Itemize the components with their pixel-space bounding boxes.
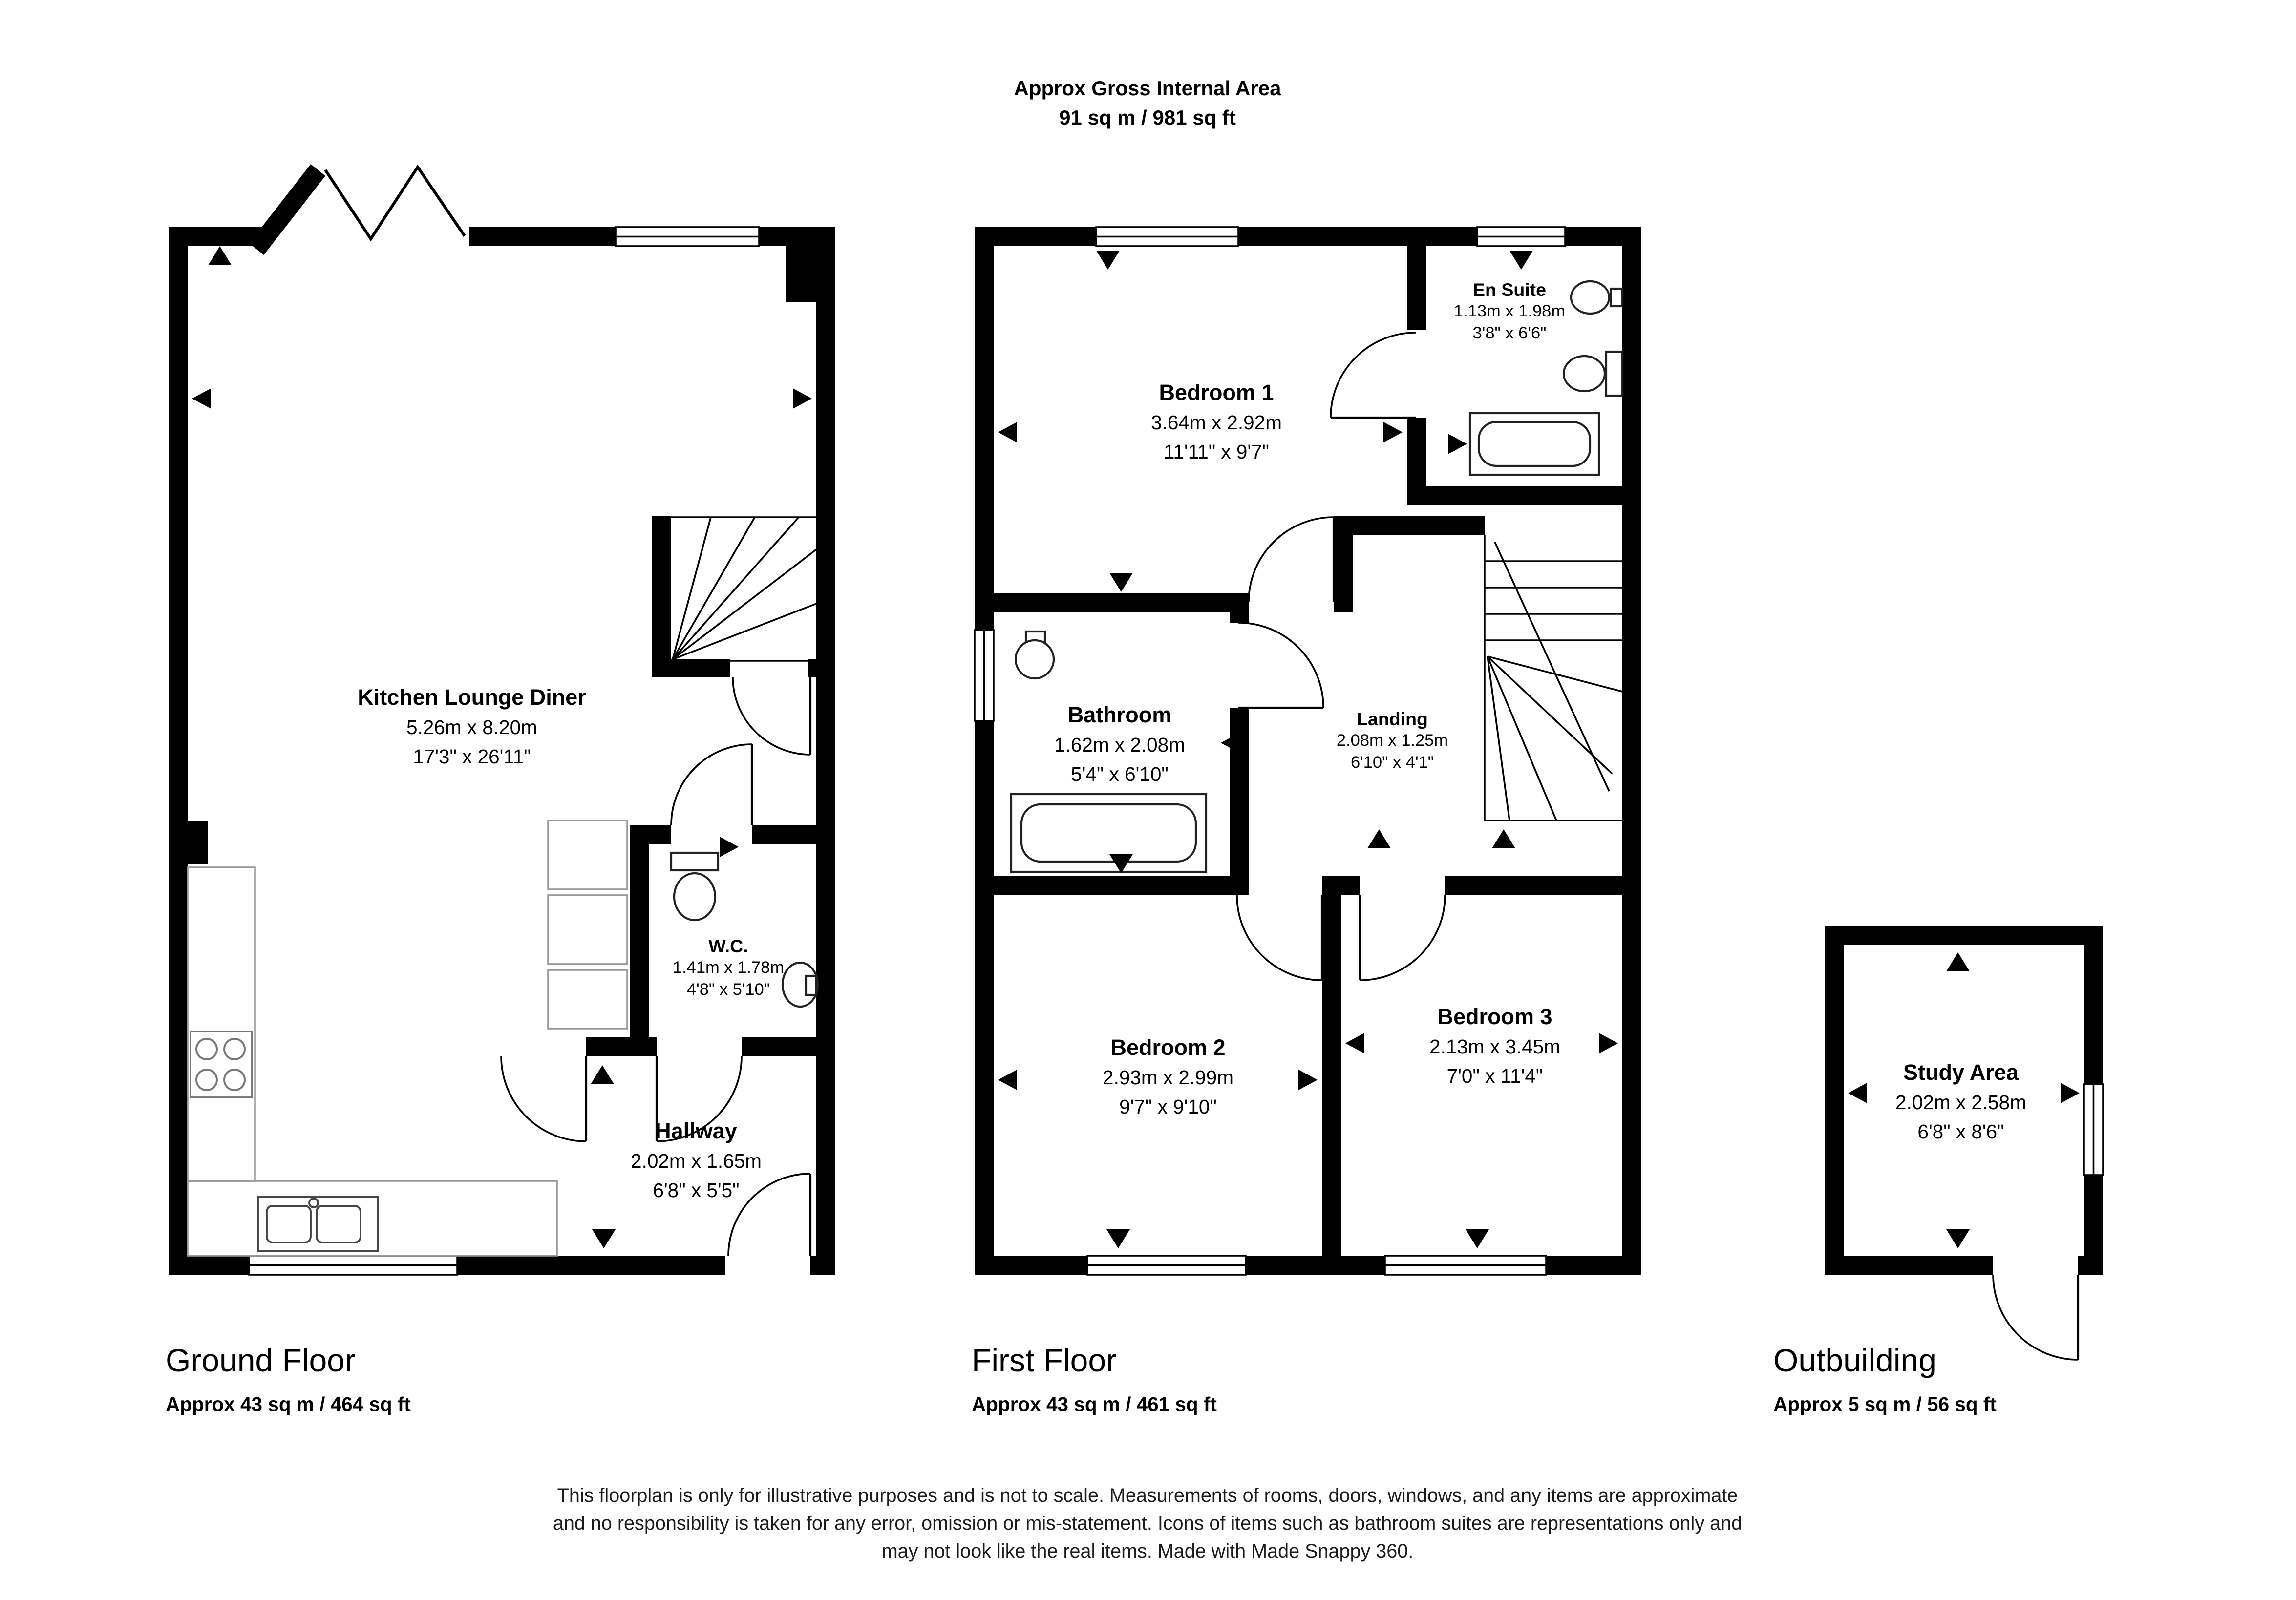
outbuilding-walls — [1825, 926, 2103, 1275]
ensuite-sink-icon — [1570, 280, 1624, 315]
room-name: Study Area — [1903, 1061, 2019, 1086]
disclaimer-line-1: This floorplan is only for illustrative … — [557, 1484, 1738, 1506]
staircase-ground-icon — [671, 516, 817, 662]
room-dim-imperial: 4'8" x 5'10" — [686, 982, 770, 999]
room-name: Kitchen Lounge Diner — [358, 686, 586, 711]
room-dim-imperial: 3'8" x 6'6" — [1472, 325, 1547, 343]
first-floor-plan — [974, 226, 1641, 1276]
staircase-first-icon — [1484, 535, 1623, 821]
disclaimer-line-2: and no responsibility is taken for any e… — [553, 1512, 1743, 1534]
room-dim-imperial: 6'10" x 4'1" — [1350, 755, 1434, 772]
toilet-icon — [670, 851, 720, 922]
room-dim-metric: 2.93m x 2.99m — [1103, 1067, 1233, 1089]
room-name: Bedroom 3 — [1437, 1005, 1552, 1030]
ensuite-bath-icon — [1468, 412, 1600, 476]
kitchen-sink-icon — [257, 1196, 379, 1252]
room-name: Landing — [1357, 709, 1428, 730]
ensuite-door-swing — [1330, 332, 1416, 419]
room-label-bedroom-3: Bedroom 3 2.13m x 3.45m 7'0" x 11'4" — [1429, 1002, 1560, 1092]
ground-top-window — [615, 226, 760, 247]
room-dim-metric: 3.64m x 2.92m — [1151, 412, 1282, 434]
first-direction-arrows — [998, 251, 1618, 1248]
firstfloor-top-window-2 — [1476, 226, 1566, 247]
ground-floor-walls — [169, 164, 835, 1275]
floor-area: Approx 43 sq m / 461 sq ft — [972, 1393, 1217, 1415]
bedroom2-window — [1086, 1255, 1247, 1276]
room-label-en-suite: En Suite 1.13m x 1.98m 3'8" x 6'6" — [1454, 278, 1565, 346]
room-name: W.C. — [708, 936, 748, 957]
room-dim-imperial: 5'4" x 6'10" — [1071, 763, 1169, 785]
kitchen-counter — [187, 820, 628, 1257]
outbuilding-window — [2083, 1083, 2104, 1176]
floor-caption-first: First Floor Approx 43 sq m / 461 sq ft — [972, 1342, 1217, 1415]
floor-name: First Floor — [972, 1342, 1117, 1379]
room-dim-metric: 5.26m x 8.20m — [406, 716, 537, 738]
bedroom1-door-swing — [1248, 516, 1335, 603]
wc-sink-icon — [781, 961, 819, 1008]
hob-icon — [190, 1031, 253, 1098]
gross-internal-area-title: Approx Gross Internal Area — [1014, 76, 1281, 100]
floor-area: Approx 43 sq m / 464 sq ft — [166, 1393, 411, 1415]
room-name: En Suite — [1472, 280, 1547, 300]
room-name: Bathroom — [1067, 703, 1172, 728]
room-dim-imperial: 9'7" x 9'10" — [1119, 1096, 1217, 1118]
room-dim-imperial: 7'0" x 11'4" — [1446, 1065, 1543, 1087]
kitchen-hallway-door-swing — [500, 1056, 588, 1142]
wc-top-door-swing — [670, 743, 753, 825]
bathroom-window — [974, 629, 995, 722]
room-dim-imperial: 17'3" x 26'11" — [413, 746, 531, 768]
floor-caption-outbuilding: Outbuilding Approx 5 sq m / 56 sq ft — [1773, 1342, 1997, 1415]
room-dim-metric: 2.02m x 2.58m — [1895, 1092, 2026, 1114]
room-label-landing: Landing 2.08m x 1.25m 6'10" x 4'1" — [1337, 708, 1448, 775]
understairs-door-swing — [732, 676, 812, 756]
room-label-hallway: Hallway 2.02m x 1.65m 6'8" x 5'5" — [631, 1116, 762, 1206]
room-name: Hallway — [655, 1119, 737, 1144]
room-dim-metric: 1.62m x 2.08m — [1054, 734, 1185, 756]
floor-name: Ground Floor — [166, 1342, 356, 1379]
bedroom3-door-swing — [1359, 895, 1446, 981]
ground-floor-plan — [169, 164, 835, 1276]
room-dim-imperial: 6'8" x 8'6" — [1917, 1121, 2004, 1143]
bathroom-sink-icon — [1014, 630, 1055, 680]
room-dim-imperial: 11'11" x 9'7" — [1163, 441, 1270, 463]
room-label-study-area: Study Area 2.02m x 2.58m 6'8" x 8'6" — [1895, 1058, 2026, 1147]
floor-name: Outbuilding — [1773, 1342, 1936, 1379]
ground-direction-arrows — [192, 246, 812, 1248]
room-dim-metric: 2.08m x 1.25m — [1336, 733, 1448, 750]
bathroom-bath-icon — [1010, 793, 1208, 873]
ensuite-toilet-icon — [1562, 350, 1624, 397]
plan-header: Approx Gross Internal Area 91 sq m / 981… — [1014, 73, 1281, 132]
room-label-bathroom: Bathroom 1.62m x 2.08m 5'4" x 6'10" — [1054, 700, 1185, 790]
room-dim-metric: 2.13m x 3.45m — [1429, 1036, 1560, 1058]
french-doors-icon — [324, 164, 466, 242]
room-dim-metric: 1.41m x 1.78m — [672, 960, 785, 977]
disclaimer: This floorplan is only for illustrative … — [553, 1481, 1742, 1565]
bedroom3-window — [1384, 1255, 1547, 1276]
outbuilding-door-swing — [1992, 1274, 2080, 1361]
front-door-swing — [725, 1173, 812, 1275]
ground-bottom-window — [248, 1255, 458, 1276]
room-name: Bedroom 2 — [1110, 1036, 1226, 1061]
room-label-bedroom-1: Bedroom 1 3.64m x 2.92m 11'11" x 9'7" — [1151, 378, 1282, 467]
outbuilding-plan — [1825, 926, 2104, 1361]
floor-caption-ground: Ground Floor Approx 43 sq m / 464 sq ft — [166, 1342, 411, 1415]
room-label-wc: W.C. 1.41m x 1.78m 4'8" x 5'10" — [673, 935, 784, 1002]
room-name: Bedroom 1 — [1159, 381, 1274, 406]
room-dim-imperial: 6'8" x 5'5" — [653, 1179, 740, 1201]
gross-internal-area-value: 91 sq m / 981 sq ft — [1059, 105, 1236, 129]
bedroom2-door-swing — [1236, 895, 1323, 981]
bathroom-door-swing — [1238, 622, 1324, 709]
room-label-kitchen-lounge-diner: Kitchen Lounge Diner 5.26m x 8.20m 17'3"… — [358, 683, 586, 772]
room-dim-metric: 1.13m x 1.98m — [1453, 303, 1566, 321]
room-label-bedroom-2: Bedroom 2 2.93m x 2.99m 9'7" x 9'10" — [1103, 1033, 1233, 1122]
wc-bottom-door-swing — [655, 1056, 743, 1142]
outbuilding-direction-arrows — [1848, 952, 2080, 1248]
firstfloor-top-window-1 — [1095, 226, 1239, 247]
room-dim-metric: 2.02m x 1.65m — [631, 1150, 762, 1172]
floor-area: Approx 5 sq m / 56 sq ft — [1773, 1393, 1997, 1415]
disclaimer-line-3: may not look like the real items. Made w… — [881, 1540, 1414, 1562]
